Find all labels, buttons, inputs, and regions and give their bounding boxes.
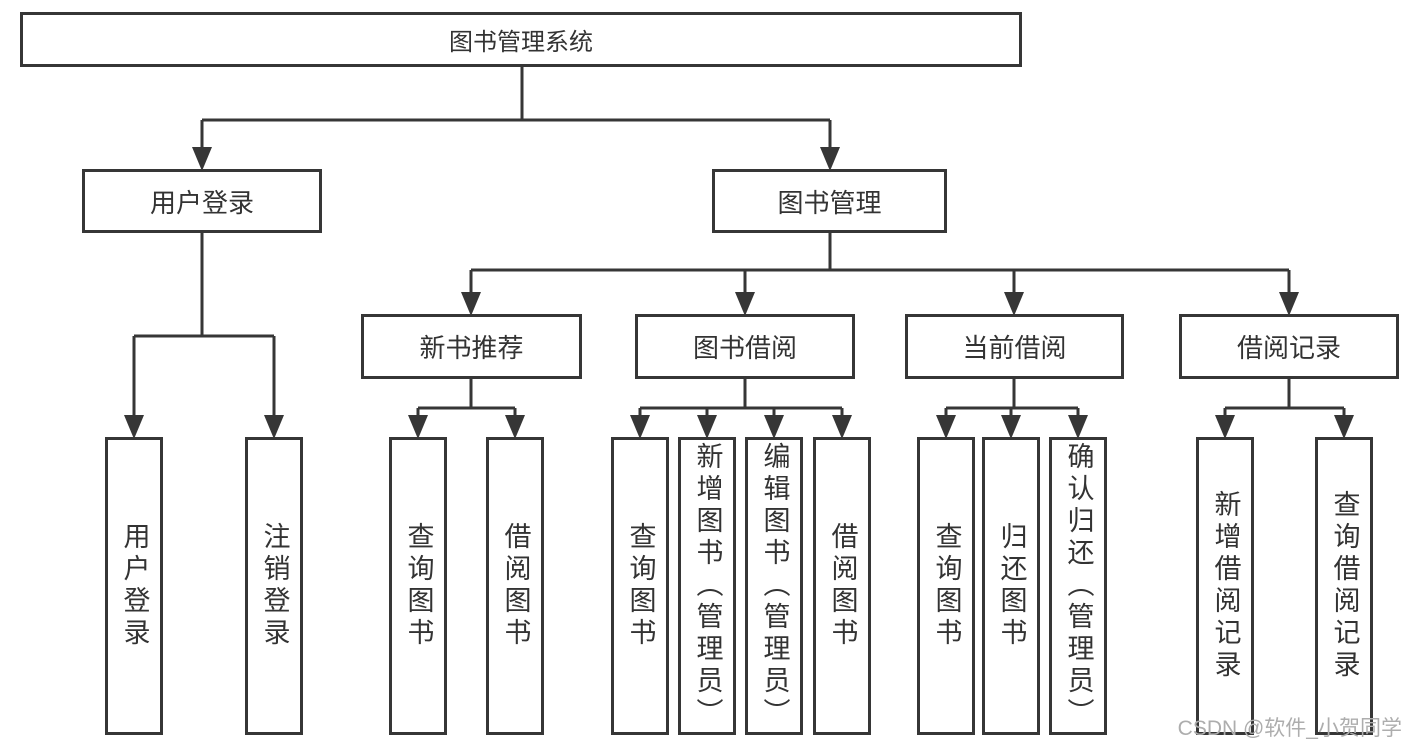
leaf-add-books-admin-label: 新增图书（管理员） (692, 442, 723, 730)
node-root-label: 图书管理系统 (449, 29, 593, 56)
leaf-borrow-books-recommend-label: 借阅图书 (500, 522, 531, 650)
leaf-return-books: 归还图书 (982, 437, 1040, 735)
node-user-login-label: 用户登录 (149, 187, 254, 218)
node-borrowing-records: 借阅记录 (1179, 314, 1399, 379)
leaf-borrow-books-borrowing-label: 借阅图书 (827, 522, 858, 650)
node-book-borrowing-label: 图书借阅 (692, 333, 797, 363)
leaf-query-books-borrowing-label: 查询图书 (625, 522, 656, 650)
leaf-logout-login-label: 注销登录 (259, 522, 290, 650)
node-new-book-recommend-label: 新书推荐 (419, 333, 524, 363)
node-current-borrowing: 当前借阅 (905, 314, 1124, 379)
node-book-management: 图书管理 (712, 169, 947, 233)
leaf-add-borrow-record: 新增借阅记录 (1196, 437, 1254, 735)
node-book-borrowing: 图书借阅 (635, 314, 855, 379)
node-user-login: 用户登录 (82, 169, 322, 233)
leaf-query-books-borrowing: 查询图书 (611, 437, 669, 735)
leaf-logout-login: 注销登录 (245, 437, 303, 735)
node-current-borrowing-label: 当前借阅 (962, 333, 1067, 363)
leaf-return-books-label: 归还图书 (996, 522, 1027, 650)
csdn-watermark: CSDN @软件_小贺同学 (1177, 717, 1402, 740)
leaf-query-books-current: 查询图书 (917, 437, 975, 735)
leaf-confirm-return-admin-label: 确认归还（管理员） (1063, 442, 1094, 730)
node-new-book-recommend: 新书推荐 (361, 314, 582, 379)
leaf-borrow-books-borrowing: 借阅图书 (813, 437, 871, 735)
node-root-system: 图书管理系统 (20, 12, 1022, 67)
leaf-edit-books-admin-label: 编辑图书（管理员） (759, 442, 790, 730)
leaf-user-login-label: 用户登录 (119, 522, 150, 650)
leaf-query-books-recommend-label: 查询图书 (403, 522, 434, 650)
leaf-user-login: 用户登录 (105, 437, 163, 735)
leaf-query-books-recommend: 查询图书 (389, 437, 447, 735)
node-borrowing-records-label: 借阅记录 (1236, 333, 1341, 363)
leaf-query-borrow-record: 查询借阅记录 (1315, 437, 1373, 735)
node-book-management-label: 图书管理 (777, 187, 882, 218)
leaf-query-books-current-label: 查询图书 (931, 522, 962, 650)
leaf-confirm-return-admin: 确认归还（管理员） (1049, 437, 1107, 735)
leaf-borrow-books-recommend: 借阅图书 (486, 437, 544, 735)
leaf-edit-books-admin: 编辑图书（管理员） (745, 437, 803, 735)
leaf-add-borrow-record-label: 新增借阅记录 (1210, 490, 1241, 682)
leaf-add-books-admin: 新增图书（管理员） (678, 437, 736, 735)
leaf-query-borrow-record-label: 查询借阅记录 (1329, 490, 1360, 682)
